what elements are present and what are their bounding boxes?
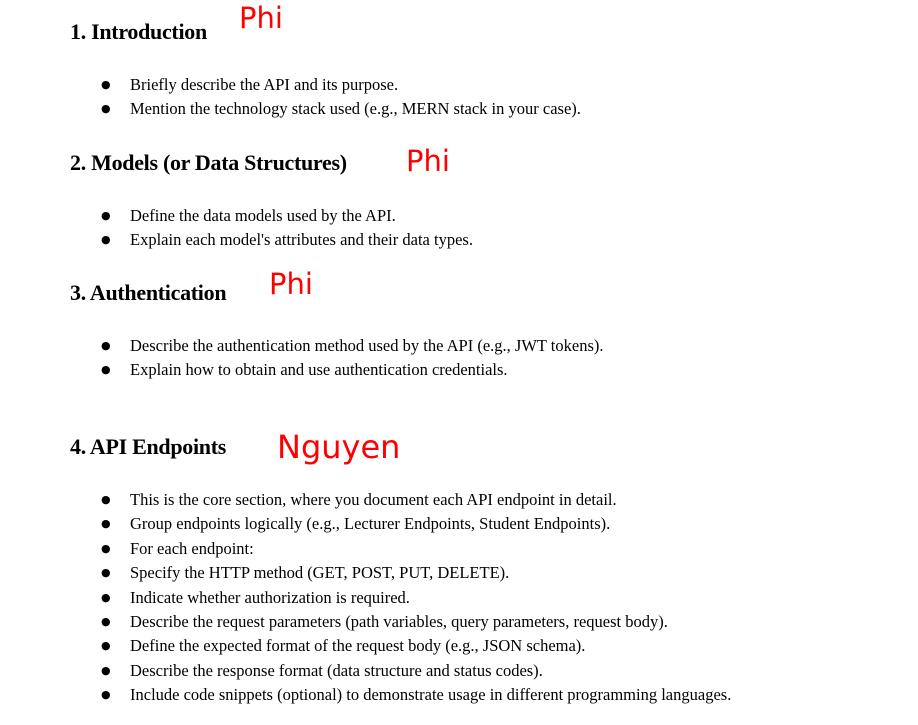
bullet-dot-icon: ●	[101, 78, 111, 91]
handwritten-annotation-nguyen: Nguyen	[277, 428, 401, 466]
bullet-dot-icon: ●	[101, 566, 111, 580]
handwritten-annotation-phi: Phi	[239, 1, 283, 35]
bullet-dot-icon: ●	[101, 102, 111, 116]
bullet-dot-icon: ●	[101, 688, 111, 702]
handwritten-annotation-phi: Phi	[269, 267, 313, 301]
bullet-dot-icon: ●	[101, 614, 111, 628]
bullet-dot-icon: ●	[101, 209, 111, 222]
section-heading-api-endpoints: 4. API Endpoints	[70, 434, 226, 459]
bullet-dot-icon: ●	[101, 517, 111, 531]
bullet-dot-icon: ●	[101, 639, 111, 653]
bullet-dot-icon: ●	[101, 541, 111, 555]
bullet-dot-icon: ●	[101, 339, 111, 352]
bullet-dot-icon: ●	[101, 663, 111, 677]
bullet-dot-icon: ●	[101, 233, 111, 247]
section-heading-models: 2. Models (or Data Structures)	[70, 150, 347, 175]
section-heading-authentication: 3. Authentication	[70, 280, 227, 305]
bullet-dot-icon: ●	[101, 493, 111, 506]
section-heading-introduction: 1. Introduction	[70, 19, 207, 44]
handwritten-annotation-phi: Phi	[406, 144, 450, 178]
bullet-dot-icon: ●	[101, 590, 111, 604]
bullet-dot-icon: ●	[101, 363, 111, 377]
